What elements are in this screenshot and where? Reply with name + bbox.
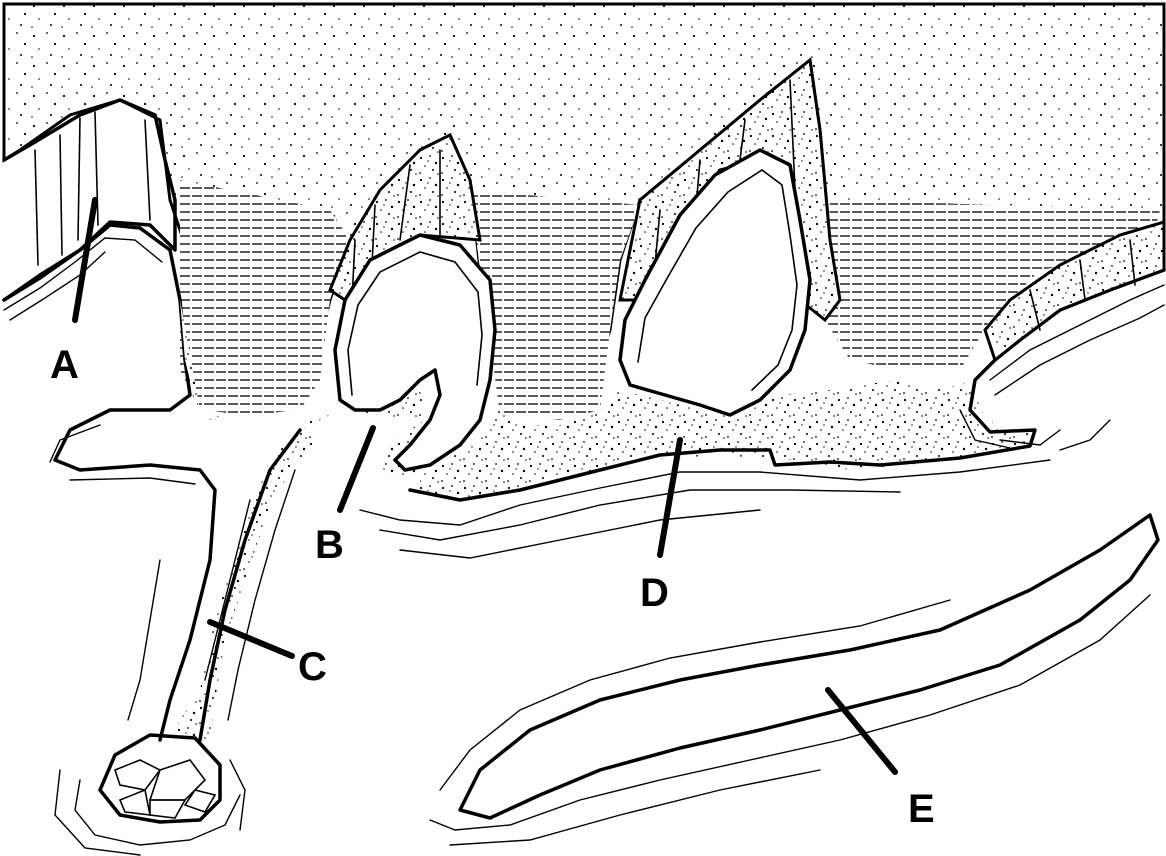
leader-e [828, 690, 895, 772]
lens-e [430, 515, 1158, 845]
label-e: E [908, 787, 935, 831]
label-b: B [315, 523, 344, 567]
label-c: C [298, 645, 327, 689]
label-a: A [50, 343, 79, 387]
geode-c [55, 735, 245, 855]
label-d: D [640, 571, 669, 615]
leader-b [340, 428, 373, 510]
